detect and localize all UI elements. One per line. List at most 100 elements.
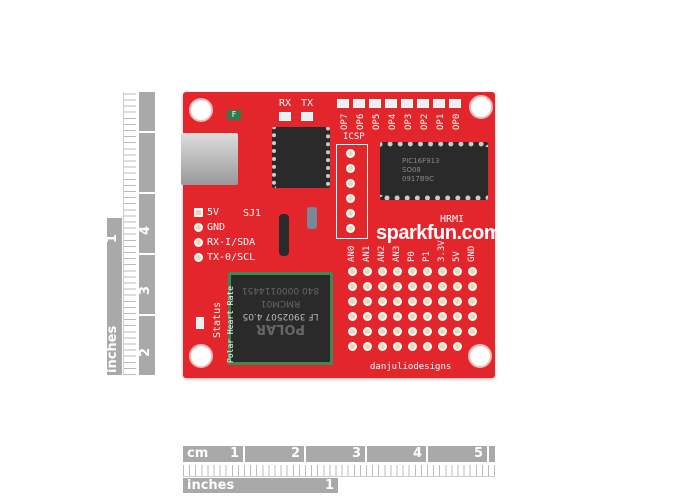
proto-hole[interactable]	[393, 342, 402, 351]
proto-hole[interactable]	[423, 327, 432, 336]
proto-hole[interactable]	[468, 312, 477, 321]
proto-hole[interactable]	[438, 342, 447, 351]
proto-hole[interactable]	[363, 327, 372, 336]
proto-hole[interactable]	[393, 267, 402, 276]
proto-hole[interactable]	[393, 312, 402, 321]
proto-hole[interactable]	[438, 282, 447, 291]
sparkfun-logo: sparkfun.com	[376, 222, 502, 244]
proto-hole[interactable]	[348, 327, 357, 336]
proto-hole[interactable]	[363, 297, 372, 306]
cm-unit-label: cm	[187, 446, 209, 461]
output-led	[449, 99, 461, 108]
icsp-pin[interactable]	[346, 224, 355, 233]
icsp-pin[interactable]	[346, 194, 355, 203]
proto-hole[interactable]	[453, 297, 462, 306]
proto-hole[interactable]	[378, 267, 387, 276]
proto-hole[interactable]	[363, 342, 372, 351]
polar-heart-rate-label: Polar Heart Rate	[226, 285, 235, 363]
proto-hole[interactable]	[363, 312, 372, 321]
proto-hole[interactable]	[468, 327, 477, 336]
proto-hole[interactable]	[438, 327, 447, 336]
cm-mark: 3	[351, 446, 361, 461]
output-label: OP2	[420, 113, 430, 130]
icsp-pin[interactable]	[346, 149, 355, 158]
proto-label: AN3	[392, 245, 402, 262]
power-pin[interactable]	[194, 238, 203, 247]
module-text: RMCM01	[260, 298, 301, 308]
mounting-hole	[468, 344, 492, 368]
proto-hole[interactable]	[393, 327, 402, 336]
proto-hole[interactable]	[408, 342, 417, 351]
proto-hole[interactable]	[378, 312, 387, 321]
proto-hole[interactable]	[453, 312, 462, 321]
inch-ruler-vertical: inches 1	[105, 218, 122, 375]
icsp-pin[interactable]	[346, 209, 355, 218]
proto-hole[interactable]	[393, 297, 402, 306]
status-led	[196, 317, 204, 329]
power-pin-label: 5V	[207, 207, 220, 218]
proto-hole[interactable]	[438, 297, 447, 306]
proto-hole[interactable]	[378, 282, 387, 291]
power-pin[interactable]	[194, 208, 203, 217]
module-text: LF 3902507 4.05	[242, 311, 319, 321]
power-pin-label: TX-0/SCL	[207, 252, 256, 263]
proto-hole[interactable]	[348, 267, 357, 276]
module-text: POLAR	[256, 321, 305, 336]
power-pin[interactable]	[194, 223, 203, 232]
usb-connector	[181, 133, 238, 185]
proto-hole[interactable]	[378, 327, 387, 336]
cm-mark: 1	[229, 446, 239, 461]
proto-hole[interactable]	[408, 312, 417, 321]
proto-hole[interactable]	[348, 282, 357, 291]
proto-hole[interactable]	[408, 282, 417, 291]
output-led	[417, 99, 429, 108]
icsp-pin[interactable]	[346, 164, 355, 173]
status-label: Status	[212, 301, 223, 338]
mounting-hole	[469, 95, 493, 119]
proto-hole[interactable]	[378, 297, 387, 306]
proto-hole[interactable]	[423, 312, 432, 321]
proto-hole[interactable]	[363, 282, 372, 291]
proto-hole[interactable]	[468, 267, 477, 276]
proto-hole[interactable]	[453, 282, 462, 291]
ruler-ticks-horizontal	[183, 465, 495, 477]
power-pin[interactable]	[194, 253, 203, 262]
proto-hole[interactable]	[363, 267, 372, 276]
tx-label: TX	[301, 98, 314, 109]
proto-hole[interactable]	[438, 267, 447, 276]
proto-hole[interactable]	[453, 327, 462, 336]
proto-hole[interactable]	[423, 342, 432, 351]
cm-unit-label-vertical: cm	[138, 445, 153, 467]
proto-hole[interactable]	[453, 342, 462, 351]
output-led	[337, 99, 349, 108]
proto-hole[interactable]	[423, 282, 432, 291]
mounting-hole	[189, 98, 213, 122]
designer-label: danjuliodesigns	[370, 362, 452, 372]
icsp-pin[interactable]	[346, 179, 355, 188]
cm-mark: 4	[138, 225, 153, 235]
tx-led	[301, 112, 313, 121]
cm-mark: 3	[138, 285, 153, 295]
output-led	[369, 99, 381, 108]
proto-hole[interactable]	[453, 267, 462, 276]
proto-hole[interactable]	[378, 342, 387, 351]
inch-unit-label: inches	[105, 325, 120, 373]
output-label: OP1	[436, 113, 446, 130]
proto-hole[interactable]	[408, 267, 417, 276]
voltage-regulator	[279, 214, 289, 256]
output-label: OP5	[372, 113, 382, 130]
proto-hole[interactable]	[468, 282, 477, 291]
proto-hole[interactable]	[408, 297, 417, 306]
proto-hole[interactable]	[393, 282, 402, 291]
icsp-header	[336, 144, 368, 239]
proto-hole[interactable]	[348, 297, 357, 306]
proto-hole[interactable]	[438, 312, 447, 321]
proto-hole[interactable]	[348, 342, 357, 351]
proto-hole[interactable]	[468, 297, 477, 306]
proto-hole[interactable]	[408, 327, 417, 336]
proto-hole[interactable]	[423, 267, 432, 276]
proto-hole[interactable]	[348, 312, 357, 321]
proto-hole[interactable]	[423, 297, 432, 306]
cm-mark: 1	[138, 407, 153, 417]
